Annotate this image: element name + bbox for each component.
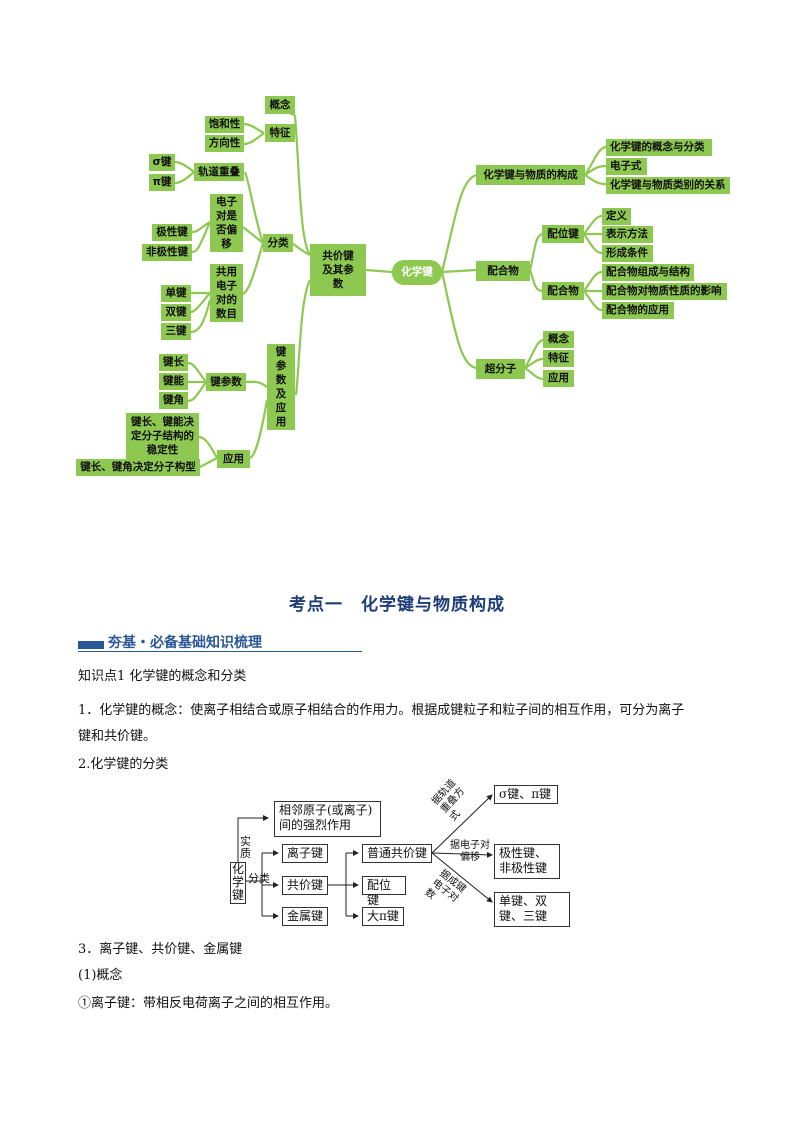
node-energy: 键能 [159,373,188,390]
node-direction: 方向性 [205,135,244,152]
section-banner: 夯基・必备基础知识梳理 [78,632,362,652]
flow-multi-bond: 单键、双键、三键 [494,892,570,927]
node-covalent-params: 共价键及其参数 [310,244,366,296]
node-double: 双键 [161,304,191,321]
node-complex-effect: 配合物对物质性质的影响 [602,283,727,300]
flow-covalent: 共价键 [282,876,328,895]
node-saturation: 饱和性 [205,116,244,133]
node-classify: 分类 [263,234,293,252]
paragraph-3-item: ①离子键：带相反电荷离子之间的相互作用。 [78,996,339,1011]
node-application: 应用 [217,450,250,468]
section-title: 考点一 化学键与物质构成 [289,595,505,615]
flow-metallic: 金属键 [282,907,328,926]
flow-ionic: 离子键 [282,844,328,863]
node-formation: 形成条件 [602,245,653,262]
flow-sigma-pi: σ键、π键 [494,785,558,804]
node-bond-matter: 化学键与物质的构成 [476,165,585,185]
node-polar: 极性键 [152,224,192,241]
node-param-kind: 键参数 [206,373,246,391]
flow-essence: 相邻原子(或离子)间的强烈作用 [274,801,381,837]
node-single: 单键 [161,285,191,302]
flow-coordinate: 配位键 [362,876,406,907]
node-complex: 配合物 [476,261,530,281]
mindmap-root: 化学键 [392,260,442,285]
node-stability: 键长、键能决定分子结构的稳定性 [126,413,199,459]
banner-bar [78,641,104,649]
node-concept: 概念 [265,96,295,114]
node-nonpolar: 非极性键 [142,244,192,261]
node-angle: 键角 [159,392,188,409]
node-triple: 三键 [161,323,191,340]
flow-big-pi: 大π键 [362,907,404,926]
paragraph-1-line-1: 1．化学键的概念：使离子相结合或原子相结合的作用力。根据成键粒子和粒子间的相互作… [78,703,685,718]
paragraph-1-line-2: 键和共价键。 [78,729,157,744]
node-bm-formula: 电子式 [606,158,647,175]
banner-text: 夯基・必备基础知识梳理 [108,635,262,651]
node-bond-params: 键参数及应用 [267,344,295,430]
node-supramolecule: 超分子 [476,359,525,379]
node-orbital-overlap: 轨道重叠 [194,163,244,181]
paragraph-3: 3．离子键、共价键、金属键 [78,942,243,957]
flow-polar: 极性键、非极性键 [494,844,560,879]
paragraph-2: 2.化学键的分类 [78,757,169,772]
node-bm-relation: 化学键与物质类别的关系 [606,177,730,194]
flow-by-shift: 据电子对偏移 [450,840,490,863]
node-complex-sub: 配合物 [542,282,584,300]
paragraph-3-sub: (1)概念 [78,968,123,983]
node-complex-use: 配合物的应用 [602,302,674,319]
node-bm-concept: 化学键的概念与分类 [606,139,712,156]
flow-essence-label: 实质 [240,835,251,860]
flow-root: 化学键 [230,862,246,904]
node-super-concept: 概念 [543,331,574,348]
node-complex-structure: 配合物组成与结构 [602,264,694,281]
node-feature: 特征 [265,124,295,142]
node-representation: 表示方法 [602,226,653,243]
banner-underline [78,651,362,652]
knowledge-point-1: 知识点1 化学键的概念和分类 [78,669,247,684]
node-sigma: σ键 [149,154,175,171]
node-super-use: 应用 [543,370,574,387]
node-shared-pairs: 共用电子对的数目 [210,264,243,322]
node-length: 键长 [159,354,188,371]
flow-class-label: 分类 [248,872,270,885]
node-coord-bond: 配位键 [542,225,584,243]
node-definition: 定义 [602,208,631,225]
node-pi: π键 [149,174,175,191]
node-configuration: 键长、键角决定分子构型 [76,459,200,476]
flow-normal-covalent: 普通共价键 [362,844,432,863]
node-super-feature: 特征 [543,350,574,367]
node-electron-shift: 电子对是否偏移 [210,194,243,252]
